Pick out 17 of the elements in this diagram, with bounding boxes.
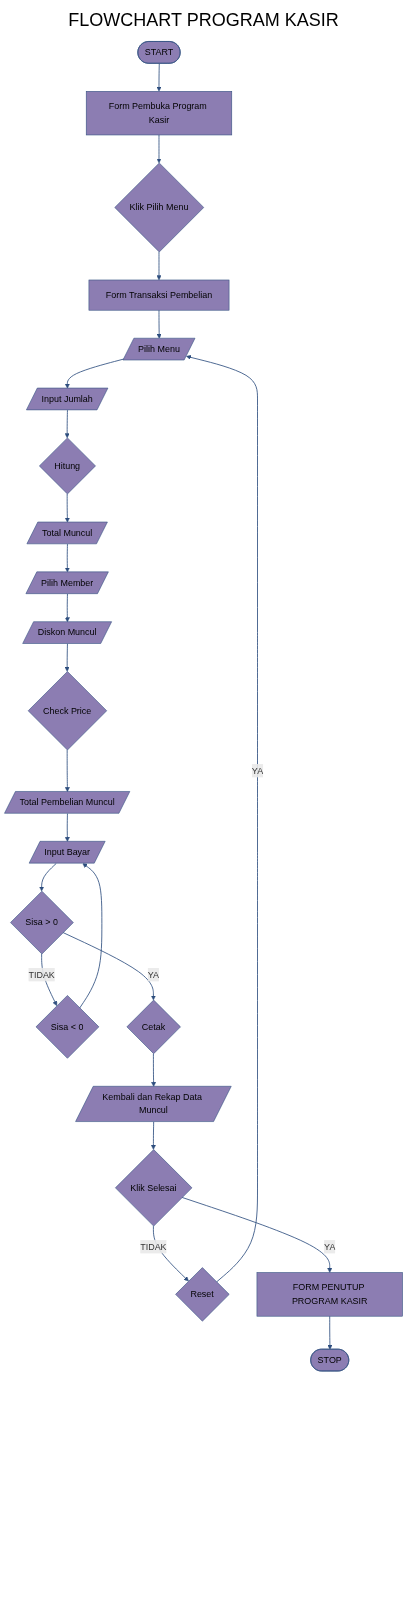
node-diamond: Klik Selesai [115,1149,193,1227]
node-box: FORM PENUTUP PROGRAM KASIR [256,1272,403,1317]
node-diamond: Sisa < 0 [35,995,100,1059]
edge-label: YA [147,969,160,980]
node-diamond: Cetak [126,999,181,1054]
diagram-title: FLOWCHART PROGRAM KASIR [67,10,340,31]
node-diamond: Klik Pilih Menu [114,162,205,253]
node-diamond: Sisa > 0 [10,890,74,955]
node-box: Form Pembuka Program Kasir [85,91,233,136]
edge-label: TIDAK [140,1241,167,1252]
node-diamond: Check Price [27,671,107,751]
edge-label: YA [324,1241,336,1252]
edge-label: YA [251,765,264,776]
node-box: Form Transaksi Pembelian [88,279,230,311]
node-diamond: Reset [175,1267,230,1322]
edge-label: TIDAK [28,969,55,980]
node-diamond: Hitung [39,437,96,495]
